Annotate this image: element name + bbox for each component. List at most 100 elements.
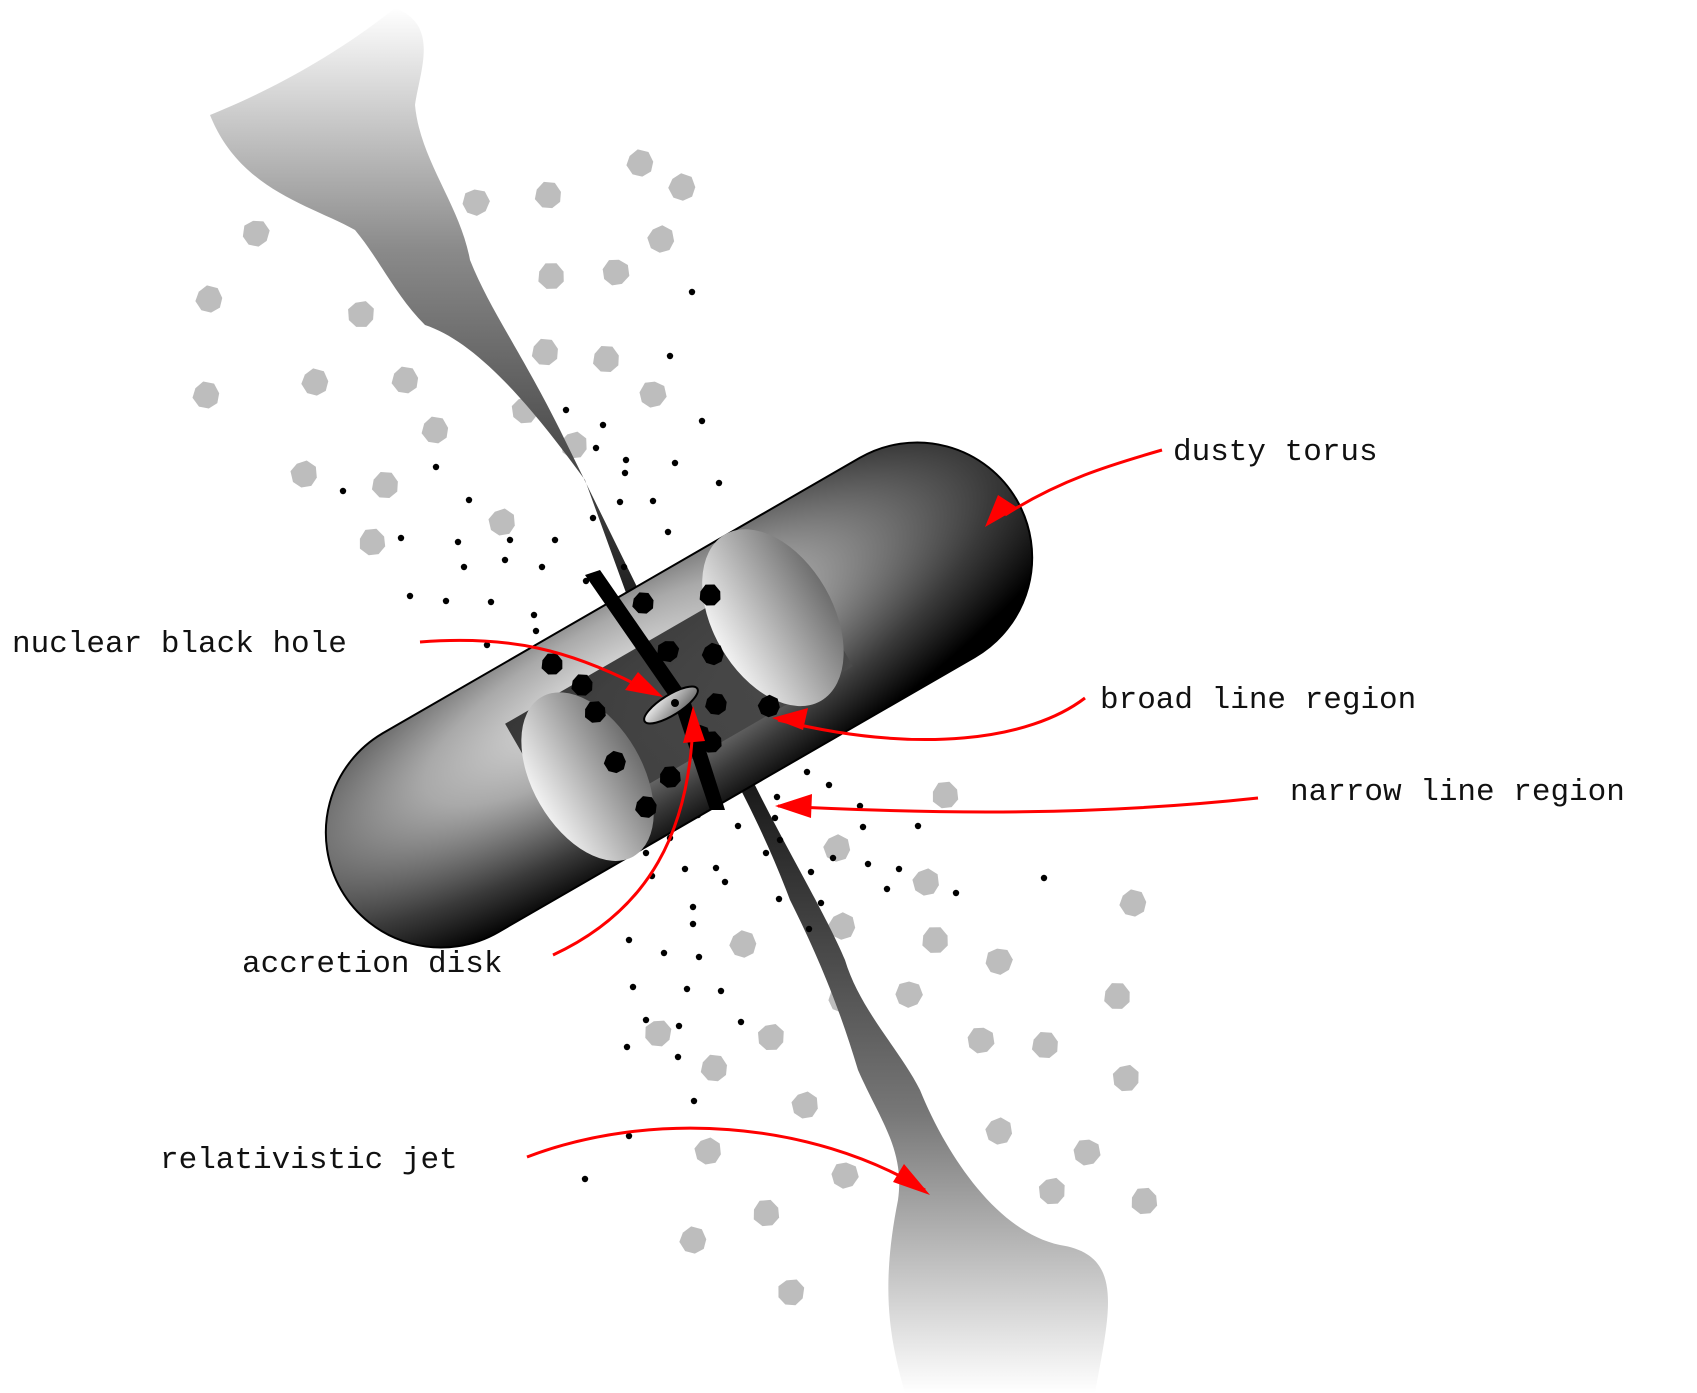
cloud-blob-icon	[893, 979, 925, 1010]
dust-dot	[772, 815, 778, 821]
dust-dot	[398, 535, 404, 541]
dust-dot	[466, 497, 472, 503]
cloud-blob-icon	[699, 1053, 729, 1084]
dust-dot	[684, 986, 690, 992]
dust-dot	[623, 457, 629, 463]
cloud-blob-icon	[531, 337, 561, 368]
dust-dot	[455, 539, 461, 545]
cloud-blob-icon	[773, 1274, 809, 1310]
cloud-blob-icon	[1117, 886, 1150, 919]
nuclear-black-hole	[671, 699, 679, 707]
dust-dot	[691, 1098, 697, 1104]
cloud-blob-icon	[1108, 1060, 1145, 1097]
dust-dot	[675, 1054, 681, 1060]
label-accretion-disk: accretion disk	[242, 947, 502, 982]
dust-dot	[621, 564, 627, 570]
dust-dot	[626, 937, 632, 943]
dust-dot	[600, 422, 606, 428]
cloud-blob-icon	[592, 344, 621, 374]
dust-dot	[713, 865, 719, 871]
dust-dot	[507, 537, 513, 543]
dust-dot	[643, 850, 649, 856]
dust-dot	[539, 564, 545, 570]
cloud-blob-icon	[830, 1161, 860, 1191]
cloud-blob-icon	[420, 414, 451, 446]
dust-dot	[690, 921, 696, 927]
cloud-blob-icon	[624, 147, 657, 180]
dust-dot	[804, 769, 810, 775]
cloud-blob-icon	[753, 1019, 790, 1055]
cloud-blob-icon	[754, 1200, 780, 1227]
cloud-blob-icon	[787, 1087, 823, 1123]
dust-dot	[593, 445, 599, 451]
cloud-blob-icon	[638, 380, 667, 408]
cloud-blob-icon	[967, 1027, 995, 1054]
label-narrow-line-region: narrow line region	[1290, 775, 1625, 810]
dust-dot	[590, 515, 596, 521]
cloud-blob-icon	[922, 926, 950, 955]
dust-dot	[818, 900, 824, 906]
dust-dot	[774, 794, 780, 800]
dust-dot	[626, 1133, 632, 1139]
cloud-blob-icon	[665, 170, 699, 205]
cloud-blob-icon	[1132, 1188, 1158, 1215]
dust-dot	[808, 869, 814, 875]
cloud-blob-icon	[371, 470, 400, 500]
dust-dot	[722, 879, 728, 885]
dust-dot	[718, 988, 724, 994]
cloud-blob-icon	[602, 259, 629, 285]
cloud-blob-icon	[981, 1113, 1017, 1149]
cloud-blob-icon	[644, 221, 680, 257]
dust-dot	[665, 529, 671, 535]
dust-dot	[502, 557, 508, 563]
cloud-blob-icon	[690, 1133, 726, 1169]
dust-dot	[531, 612, 537, 618]
dust-dot	[650, 498, 656, 504]
cloud-blob-icon	[933, 782, 958, 808]
cloud-blob-icon	[1034, 1173, 1071, 1210]
dust-dot	[738, 1019, 744, 1025]
dust-dot	[953, 890, 959, 896]
cloud-blob-icon	[538, 262, 566, 291]
cloud-blob-icon	[390, 364, 421, 396]
dust-dot	[340, 488, 346, 494]
dust-dot	[667, 353, 673, 359]
dust-dot	[716, 480, 722, 486]
dust-dot	[552, 537, 558, 543]
dust-dot	[661, 950, 667, 956]
dust-dot	[777, 837, 783, 843]
label-relativistic-jet: relativistic jet	[160, 1143, 458, 1178]
cloud-blob-icon	[239, 216, 274, 251]
dust-dot	[699, 418, 705, 424]
cloud-blob-icon	[908, 864, 944, 900]
dust-dot	[407, 593, 413, 599]
cloud-blob-icon	[534, 180, 564, 211]
pointer-dusty-torus	[1005, 450, 1162, 515]
dust-dot	[826, 782, 832, 788]
dust-dot	[776, 896, 782, 902]
dust-dot	[682, 866, 688, 872]
cloud-blob-icon	[459, 186, 493, 219]
pointer-narrow-line-region	[778, 798, 1258, 812]
dust-dot	[915, 823, 921, 829]
dust-dot	[763, 850, 769, 856]
dust-dot	[676, 1023, 682, 1029]
cloud-blob-icon	[484, 504, 520, 540]
dust-dot	[630, 984, 636, 990]
cloud-blob-icon	[191, 379, 223, 412]
dust-dot	[461, 564, 467, 570]
cloud-blob-icon	[286, 456, 322, 492]
dust-dot	[806, 926, 812, 932]
dust-dot	[696, 954, 702, 960]
cloud-blob-icon	[982, 945, 1016, 979]
dust-dot	[582, 1176, 588, 1182]
dust-dot	[443, 598, 449, 604]
dust-dot	[617, 499, 623, 505]
cloud-blob-icon	[727, 927, 761, 961]
dust-dot	[533, 628, 539, 634]
dust-dot	[672, 460, 678, 466]
dust-dot	[488, 599, 494, 605]
dust-dot	[643, 1017, 649, 1023]
dust-dot	[830, 855, 836, 861]
